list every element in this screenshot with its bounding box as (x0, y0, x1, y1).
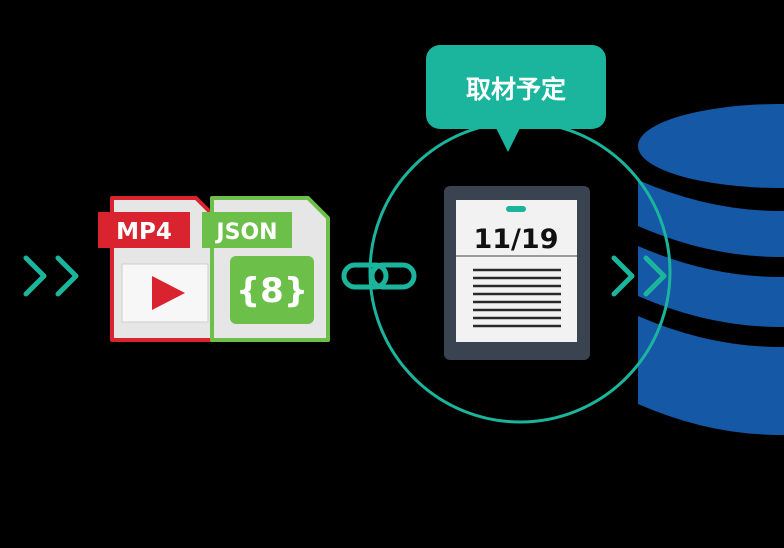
mp4-file-icon: MP4 (98, 196, 218, 342)
calendar-icon: 11/19 (444, 186, 590, 360)
bubble-text: 取材予定 (466, 75, 566, 104)
play-icon (152, 276, 185, 310)
calendar-date: 11/19 (473, 224, 558, 255)
database-icon (638, 104, 784, 435)
json-file-icon: {8} JSON (202, 196, 330, 342)
calendar-text-lines (473, 268, 561, 328)
speech-bubble: 取材予定 (426, 45, 606, 152)
mp4-label: MP4 (116, 219, 172, 245)
double-chevron-right-icon (611, 255, 667, 297)
double-chevron-right-icon (23, 255, 79, 297)
json-braces-glyph: {8} (236, 271, 308, 311)
chain-link-icon (341, 262, 417, 290)
json-label: JSON (214, 220, 277, 245)
calendar-tab (506, 206, 526, 212)
